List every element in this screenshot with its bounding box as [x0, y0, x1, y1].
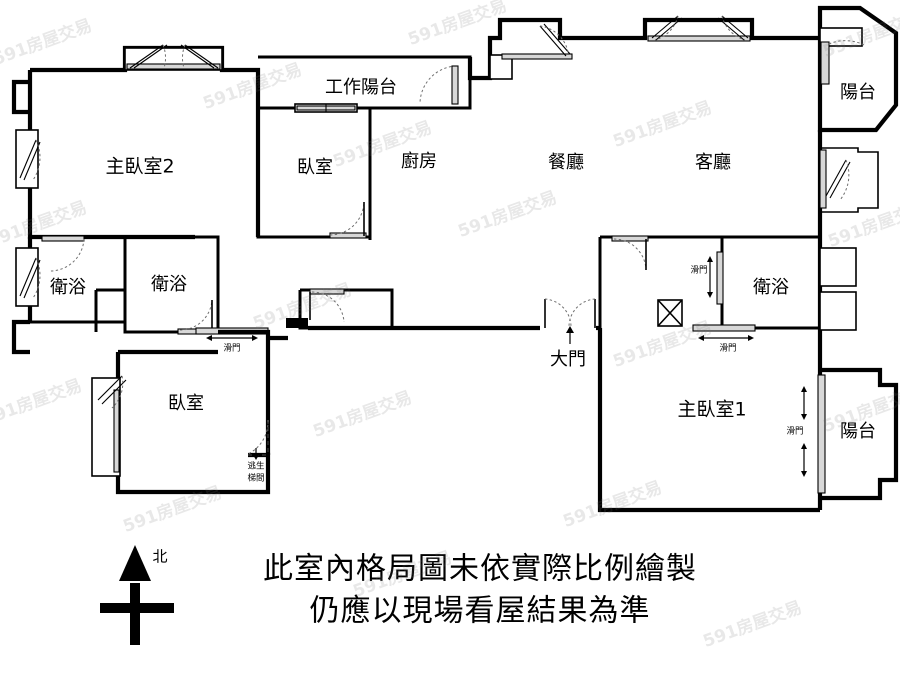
north-label: 北	[152, 548, 167, 566]
label-sliding-door-right-lower: 滑門	[719, 343, 736, 354]
room-master-bedroom-2	[11, 44, 261, 240]
label-main-entrance: 大門	[550, 349, 586, 370]
room-master-bedroom-1	[597, 328, 820, 513]
room-label-balcony-bottom: 陽台	[840, 421, 876, 442]
svg-text:滑門: 滑門	[786, 426, 803, 437]
room-label-bedroom-lower: 臥室	[168, 393, 204, 414]
room-bedroom-lower	[91, 338, 271, 495]
entry-corridor	[218, 288, 600, 344]
label-escape-stair: 逃生 梯間	[247, 461, 265, 484]
room-label-master-bedroom-2: 主臥室2	[105, 156, 174, 178]
svg-text:滑門: 滑門	[690, 265, 707, 276]
room-bathroom-left-1	[11, 235, 127, 355]
escape-stair-line2: 梯間	[247, 473, 264, 484]
room-label-bathroom-left-1: 衛浴	[50, 277, 86, 298]
room-label-balcony-top: 陽台	[840, 82, 876, 103]
room-label-dining-room: 餐廳	[548, 152, 584, 173]
room-label-master-bedroom-1: 主臥室1	[677, 399, 746, 421]
room-label-living-room: 客廳	[695, 152, 731, 173]
label-sliding-door-right-upper: 滑門	[690, 265, 707, 276]
room-label-bathroom-right: 衛浴	[753, 277, 789, 298]
room-kitchen-dining-living	[368, 15, 820, 240]
room-label-bedroom-upper: 臥室	[297, 157, 333, 178]
label-sliding-door-left: 滑門	[223, 343, 240, 354]
disclaimer-line-1: 此室內格局圖未依實際比例繪製	[263, 552, 697, 587]
room-balcony-bottom	[801, 367, 899, 501]
room-balcony-top	[817, 5, 899, 133]
room-label-bathroom-left-2: 衛浴	[151, 274, 187, 295]
room-label-work-balcony: 工作陽台	[325, 77, 397, 98]
north-indicator: 北	[100, 545, 174, 645]
room-bathroom-right	[598, 235, 820, 341]
escape-stair-line1: 逃生	[247, 461, 265, 472]
room-work-balcony	[258, 55, 472, 113]
right-exterior-wall	[817, 130, 879, 510]
disclaimer-line-2: 仍應以現場看屋結果為準	[310, 594, 651, 629]
label-sliding-door-balcony: 滑門	[786, 426, 803, 437]
room-label-kitchen: 廚房	[401, 150, 437, 172]
